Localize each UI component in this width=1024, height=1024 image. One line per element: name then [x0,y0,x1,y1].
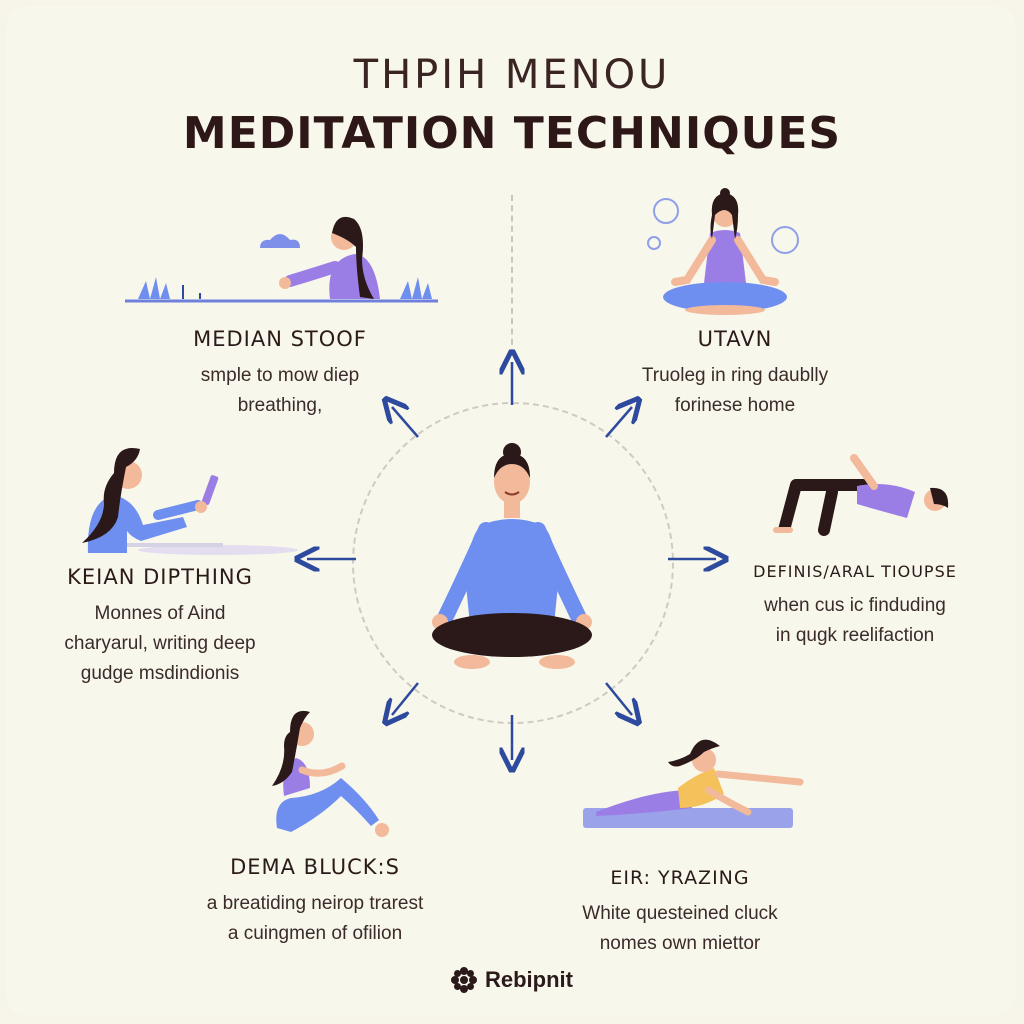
arrow-down-right [605,682,632,715]
meditation-figure-middle-left-illustration [82,448,298,555]
technique-description-line: forinese home [674,395,796,416]
technique-description-line: breathing, [237,395,323,416]
technique-description-line: gudge msdindionis [80,663,240,684]
technique-description-line: Truoleg in ring daublly [641,365,829,386]
technique-description-line: nomes own miettor [599,933,761,954]
technique-block-bottom-right: EIR: YRAZING White questeined cluck nome… [545,867,815,959]
technique-description: White questeined cluck nomes own miettor [545,899,815,959]
technique-description: smple to mow diep breathing, [150,361,410,421]
page-supertitle: THPIH MENOU [353,52,671,98]
technique-description: a breatiding neirop trarest a cuingmen o… [170,889,460,949]
technique-block-middle-right: DEFINIS/ARAL TIOUPSE when cus ic findudi… [730,562,980,651]
technique-description-line: when cus ic finduding [764,595,946,616]
technique-block-middle-left: KEIAN DIPTHING Monnes of Aind charyarul,… [30,565,290,689]
technique-heading: KEIAN DIPTHING [67,565,253,589]
arrow-up-right [605,407,632,438]
meditation-figure-bottom-left-illustration [272,710,389,837]
technique-heading: DEFINIS/ARAL TIOUPSE [753,562,957,581]
footer-brand-name: Rebipnit [485,967,573,993]
technique-description-line: smple to mow diep [200,365,360,386]
technique-block-top-left: MEDIAN STOOF smple to mow diep breathing… [150,327,410,421]
footer-brand: Rebipnit [0,966,1024,994]
meditation-figure-top-left-illustration [125,216,438,303]
technique-description-line: a breatiding neirop trarest [206,893,424,914]
technique-block-bottom-left: DEMA BLUCK:S a breatiding neirop trarest… [170,855,460,949]
technique-block-top-right: UTAVN Truoleg in ring daublly forinese h… [600,327,870,421]
divider-line [511,195,513,355]
meditation-figure-middle-right-illustration [773,454,949,536]
flower-logo-icon [451,967,477,994]
technique-description-line: charyarul, writing deep [64,633,256,654]
meditation-figure-top-right-illustration [647,188,799,315]
technique-description: Truoleg in ring daublly forinese home [600,361,870,421]
technique-description: when cus ic finduding in qugk reelifacti… [730,591,980,651]
technique-heading: UTAVN [697,327,773,351]
arrow-up-left [392,407,419,438]
technique-heading: MEDIAN STOOF [193,327,367,351]
meditation-figure-bottom-right-illustration [583,739,804,828]
technique-description-line: a cuingmen of ofilion [227,923,403,944]
technique-heading: EIR: YRAZING [610,867,750,889]
technique-description: Monnes of Aind charyarul, writing deep g… [30,599,290,689]
technique-description-line: in qugk reelifaction [775,625,935,646]
technique-description-line: Monnes of Aind [94,603,226,624]
technique-description-line: White questeined cluck [582,903,778,924]
page-title: MEDITATION TECHNIQUES [182,108,842,159]
technique-heading: DEMA BLUCK:S [230,855,400,879]
central-meditation-figure-illustration [432,443,592,669]
arrow-down-left [392,682,419,715]
